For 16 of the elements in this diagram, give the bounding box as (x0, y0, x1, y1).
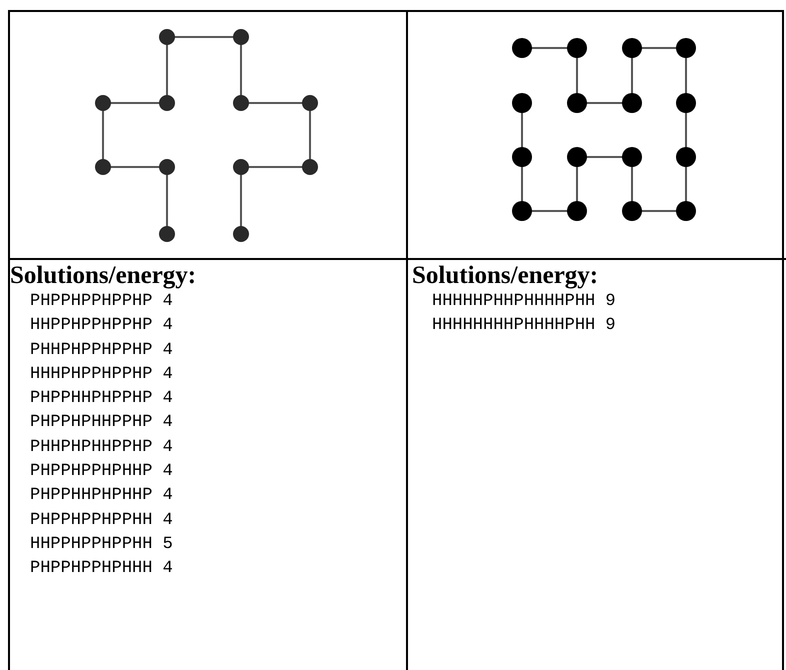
sequence-energy-line: PHHPHPHHPPHP 4 (30, 436, 173, 459)
sequence-energy-line: HHHHHPHHPHHHHPHH 9 (432, 291, 616, 313)
sequence-energy-line: HHHPHPPHPPHP 4 (30, 364, 173, 386)
sequence-energy-line: PHPPHPPHPHHP 4 (30, 461, 173, 484)
sequence-energy-line: PHPPHPPHPPHH 4 (30, 510, 173, 532)
sequence-energy-line: PHPPHHPHPHHP 4 (30, 485, 173, 508)
sequence-energy-line: PHPPHHPHPPHP 4 (30, 388, 173, 410)
sequence-energy-line: PHHPHPPHPPHP 4 (30, 340, 173, 362)
column-heading: Solutions/energy: (412, 262, 598, 290)
sequence-energy-line: PHPPHPPHPHHH 4 (30, 558, 173, 580)
sequence-energy-line: PHPPHPPHPPHP 4 (30, 291, 173, 313)
sequence-energy-line: PHPPHPHHPPHP 4 (30, 412, 173, 434)
sequence-energy-line: HHPPHPPHPPHP 4 (30, 315, 173, 338)
column-heading: Solutions/energy: (10, 262, 196, 290)
sequence-energy-line: HHHHHHHHPHHHHPHH 9 (432, 315, 616, 338)
sequence-energy-line: HHPPHPPHPPHH 5 (30, 534, 173, 556)
